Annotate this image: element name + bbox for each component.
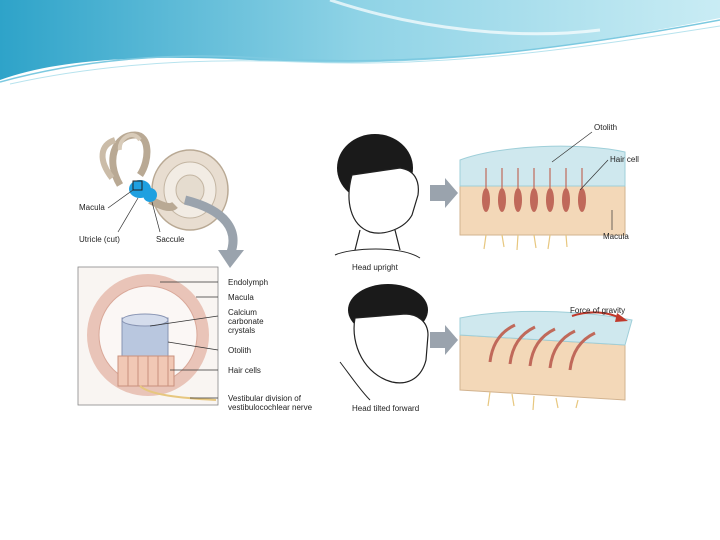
header-swoosh — [0, 0, 720, 85]
head-upright-illustration — [334, 134, 421, 259]
label-head-tilted: Head tilted forward — [352, 404, 420, 413]
arrow-tilted — [430, 325, 458, 355]
upright-tissue — [459, 145, 626, 251]
label-vestibular: Vestibular division of vestibulocochlear… — [228, 394, 313, 412]
detail-otolith — [121, 313, 169, 357]
inner-ear-illustration — [99, 131, 229, 231]
label-hair-cell-top: Hair cell — [610, 155, 639, 164]
label-otolith-top: Otolith — [594, 123, 618, 132]
tilted-tissue — [459, 310, 633, 411]
label-hair-cells-detail: Hair cells — [228, 366, 261, 375]
label-calcium: Calcium carbonate crystals — [228, 308, 264, 335]
zoom-arrow — [183, 195, 238, 257]
label-macula-ear: Macula — [79, 203, 105, 212]
head-tilted-illustration — [339, 284, 429, 401]
label-otolith-detail: Otolith — [228, 346, 252, 355]
label-head-upright: Head upright — [352, 263, 398, 272]
arrow-upright — [430, 178, 458, 208]
label-macula-detail: Macula — [228, 293, 254, 302]
label-macula-top: Macula — [603, 232, 629, 241]
label-force-gravity: Force of gravity — [570, 306, 626, 315]
label-saccule: Saccule — [156, 235, 185, 244]
label-endolymph: Endolymph — [228, 278, 269, 287]
detail-hair-cells — [117, 355, 175, 387]
label-utricle: Utricle (cut) — [79, 235, 120, 244]
